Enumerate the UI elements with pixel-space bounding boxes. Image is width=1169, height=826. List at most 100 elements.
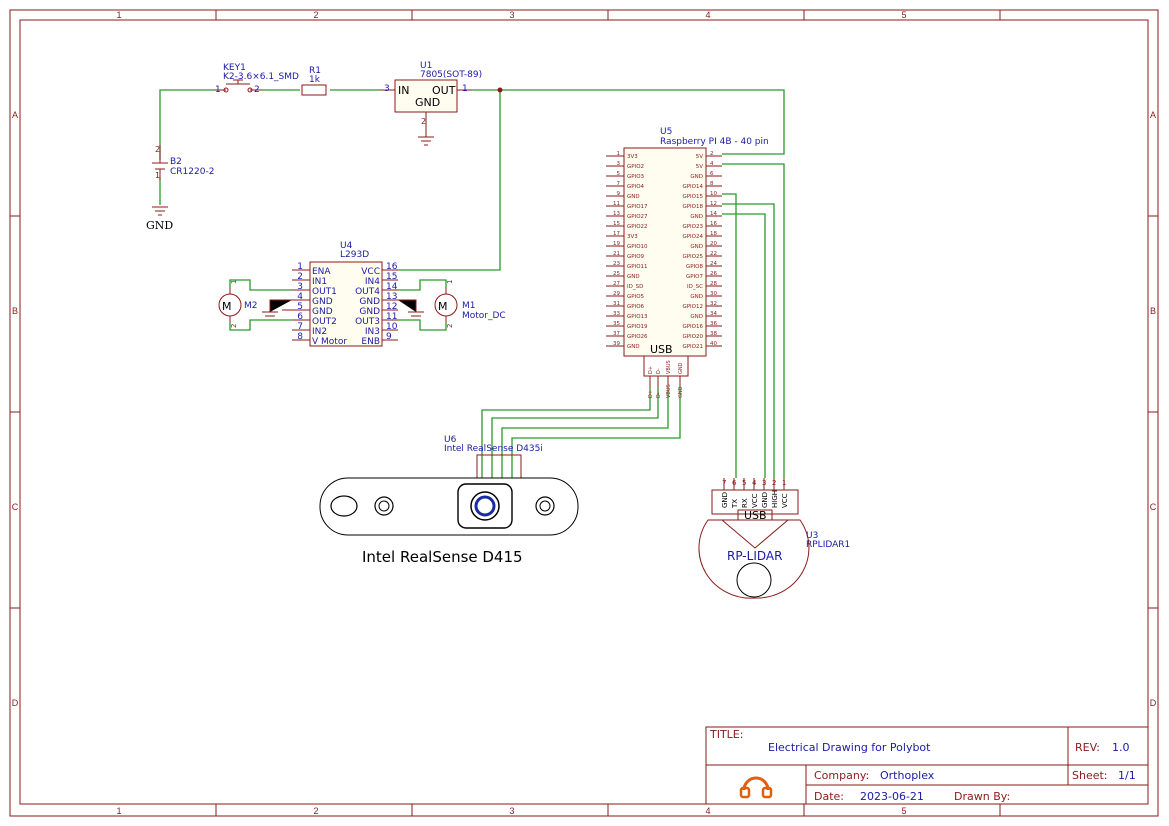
realsense-u6: U6 Intel RealSense D435i Intel RealSense…: [319, 435, 579, 566]
row-label-a: A: [12, 110, 18, 120]
u5-pin-number: 38: [710, 331, 717, 337]
u5-pin-name: GPIO8: [686, 264, 704, 270]
row-label-a-right: A: [1150, 110, 1156, 120]
driver-u4: U4 L293D: [309, 241, 383, 347]
u3-pin-name: VCC: [751, 493, 759, 508]
row-label-d-right: D: [1150, 698, 1157, 708]
u4-pin-name: OUT3: [355, 317, 380, 327]
u5-pin-name: GPIO7: [686, 274, 704, 280]
u3-pin-number: 1: [782, 479, 786, 487]
u3-ref: U3: [806, 531, 818, 541]
u4-pin-number: 7: [297, 322, 303, 332]
u5-pin-number: 11: [613, 201, 620, 207]
col-label-5-bottom: 5: [901, 806, 906, 816]
u4-pin-name: IN1: [312, 277, 327, 287]
m1-symbol: M: [438, 300, 448, 313]
rev-label: REV:: [1075, 741, 1100, 754]
u5-pin-number: 37: [613, 331, 620, 337]
u4-pin-name: IN3: [365, 327, 380, 337]
u4-pin-name: GND: [359, 297, 380, 307]
resistor-r1: R1 1k: [301, 66, 327, 96]
u5-pin-name: 5V: [696, 164, 703, 170]
u5-pin-name: 5V: [696, 154, 703, 160]
u3-pin-name: RX: [741, 498, 749, 508]
row-label-d: D: [12, 698, 19, 708]
u4-pin-number: 1: [297, 262, 303, 272]
drawn-by-label: Drawn By:: [954, 790, 1010, 803]
u4-pin-number: 16: [386, 262, 398, 272]
u5-pin-number: 33: [613, 311, 620, 317]
u3-body-label: RP-LIDAR: [727, 549, 782, 563]
u5-pin-name: GPIO24: [682, 234, 703, 240]
u1-pin-out: 1: [462, 84, 468, 94]
u5-pin-number: 15: [613, 221, 620, 227]
u5-usb-label: USB: [650, 343, 673, 356]
u5-pin-name: 3V3: [627, 154, 638, 160]
u5-pin-name: GPIO4: [627, 184, 645, 190]
sheet-label: Sheet:: [1072, 769, 1108, 782]
u5-pin-name: GPIO18: [682, 204, 703, 210]
u3-pin-number: 5: [742, 479, 746, 487]
u5-pin-number: 25: [613, 271, 620, 277]
wires: [159, 87, 785, 478]
u3-pin-name: VCC: [781, 493, 789, 508]
row-label-b-right: B: [1150, 306, 1156, 316]
col-label-1-bottom: 1: [116, 806, 121, 816]
u5-pin-number: 10: [710, 191, 717, 197]
u1-pin-in: 3: [384, 84, 390, 94]
u4-pin-number: 14: [386, 282, 398, 292]
u5-pin-number: 24: [710, 261, 717, 267]
u1-gnd-label: GND: [415, 96, 440, 109]
u5-pin-name: GPIO2: [627, 164, 644, 170]
u6-ref: U6: [444, 435, 457, 445]
u5-pin-number: 17: [613, 231, 620, 237]
u5-pin-number: 40: [710, 341, 717, 347]
u3-pin-name: GND: [761, 492, 769, 508]
key1-value: K2-3.6×6.1_SMD: [223, 72, 299, 82]
switch-key1: KEY1 K2-3.6×6.1_SMD 1 2: [214, 63, 299, 95]
m2-symbol: M: [222, 300, 232, 313]
u5-pin-number: 21: [613, 251, 620, 257]
u5-pin-name: GPIO21: [682, 344, 703, 350]
key1-pin1: 1: [215, 85, 221, 95]
u5-pin-number: 36: [710, 321, 717, 327]
company-value: Orthoplex: [880, 769, 935, 782]
u5-pin-name: GPIO9: [627, 254, 645, 260]
u5-usb-pin-label: D-: [656, 392, 662, 398]
company-label: Company:: [814, 769, 869, 782]
u5-pin-name: GND: [690, 294, 703, 300]
motor-m2: M M2: [218, 288, 258, 322]
u5-pin-name: GPIO27: [627, 214, 648, 220]
u5-pin-name: GPIO10: [627, 244, 648, 250]
u3-value: RPLIDAR1: [806, 540, 850, 550]
u5-pin-name: GPIO15: [682, 194, 703, 200]
u6-caption: Intel RealSense D415: [362, 548, 523, 566]
b2-pin1: 1: [155, 171, 160, 180]
u5-pin-number: 3: [617, 161, 621, 167]
u5-usb-pin-label: GND: [678, 386, 684, 398]
u3-pin-name: HIGH: [771, 490, 779, 508]
u5-pin-name: GPIO12: [682, 304, 703, 310]
u4-pin-number: 8: [297, 332, 303, 342]
u6-value: Intel RealSense D435i: [444, 444, 543, 454]
u5-ref: U5: [660, 127, 672, 137]
motor-pin-number: 2: [446, 324, 454, 328]
key1-ref: KEY1: [223, 63, 246, 73]
u5-pin-name: GPIO6: [627, 304, 645, 310]
u5-pin-name: GND: [690, 244, 703, 250]
u5-pin-number: 7: [617, 181, 621, 187]
u5-usb-pin-label: VBUS: [666, 384, 672, 398]
motor-pin-number: 1: [230, 280, 238, 284]
u1-ref: U1: [420, 61, 432, 71]
title-block: TITLE: Electrical Drawing for Polybot RE…: [705, 726, 1149, 805]
u5-usb-pin-label: D+: [648, 390, 654, 398]
m2-ref: M2: [244, 301, 258, 311]
m1-ref: M1: [462, 301, 476, 311]
u4-pin-name: OUT4: [355, 287, 380, 297]
col-label-3-bottom: 3: [509, 806, 514, 816]
u5-pin-number: 27: [613, 281, 620, 287]
u4-pin-number: 3: [297, 282, 303, 292]
u5-pin-number: 16: [710, 221, 717, 227]
u4-pin-name: GND: [312, 297, 333, 307]
